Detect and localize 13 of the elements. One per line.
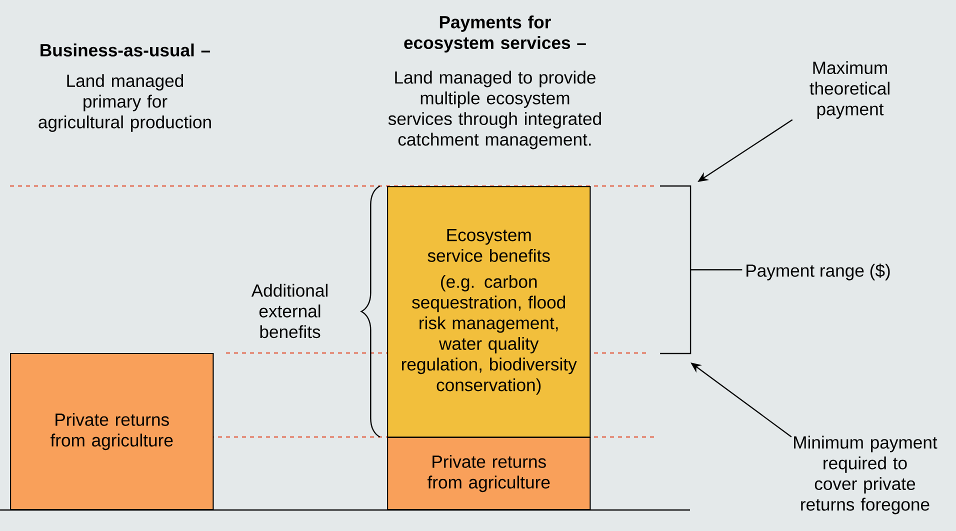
column-description: Land managed primary for agricultural production [38,74,211,132]
note-text: Minimum payment required to cover private returns foregone [794,436,938,514]
bracket-label: Payment range ($) [746,264,890,280]
returns-box: Private returns from agriculture [387,437,591,510]
returns-box: Private returns from agriculture [10,353,214,510]
benefit-box: Ecosystem service benefits (e.g. carbon sequestration, flood risk management, water quality regulation, biodiversity conservation) [387,186,591,438]
square-bracket [660,185,692,354]
brace-label: Additional external benefits [251,284,328,338]
note-text: Maximum theoretical payment [810,61,890,119]
connector-line [690,269,742,270]
column-heading: Business-as-usual – [40,44,210,56]
column-description: Land managed to provide multiple ecosystem services through integrated catchment management. [388,70,601,150]
column-heading: Payments for ecosystem services – [404,15,586,53]
